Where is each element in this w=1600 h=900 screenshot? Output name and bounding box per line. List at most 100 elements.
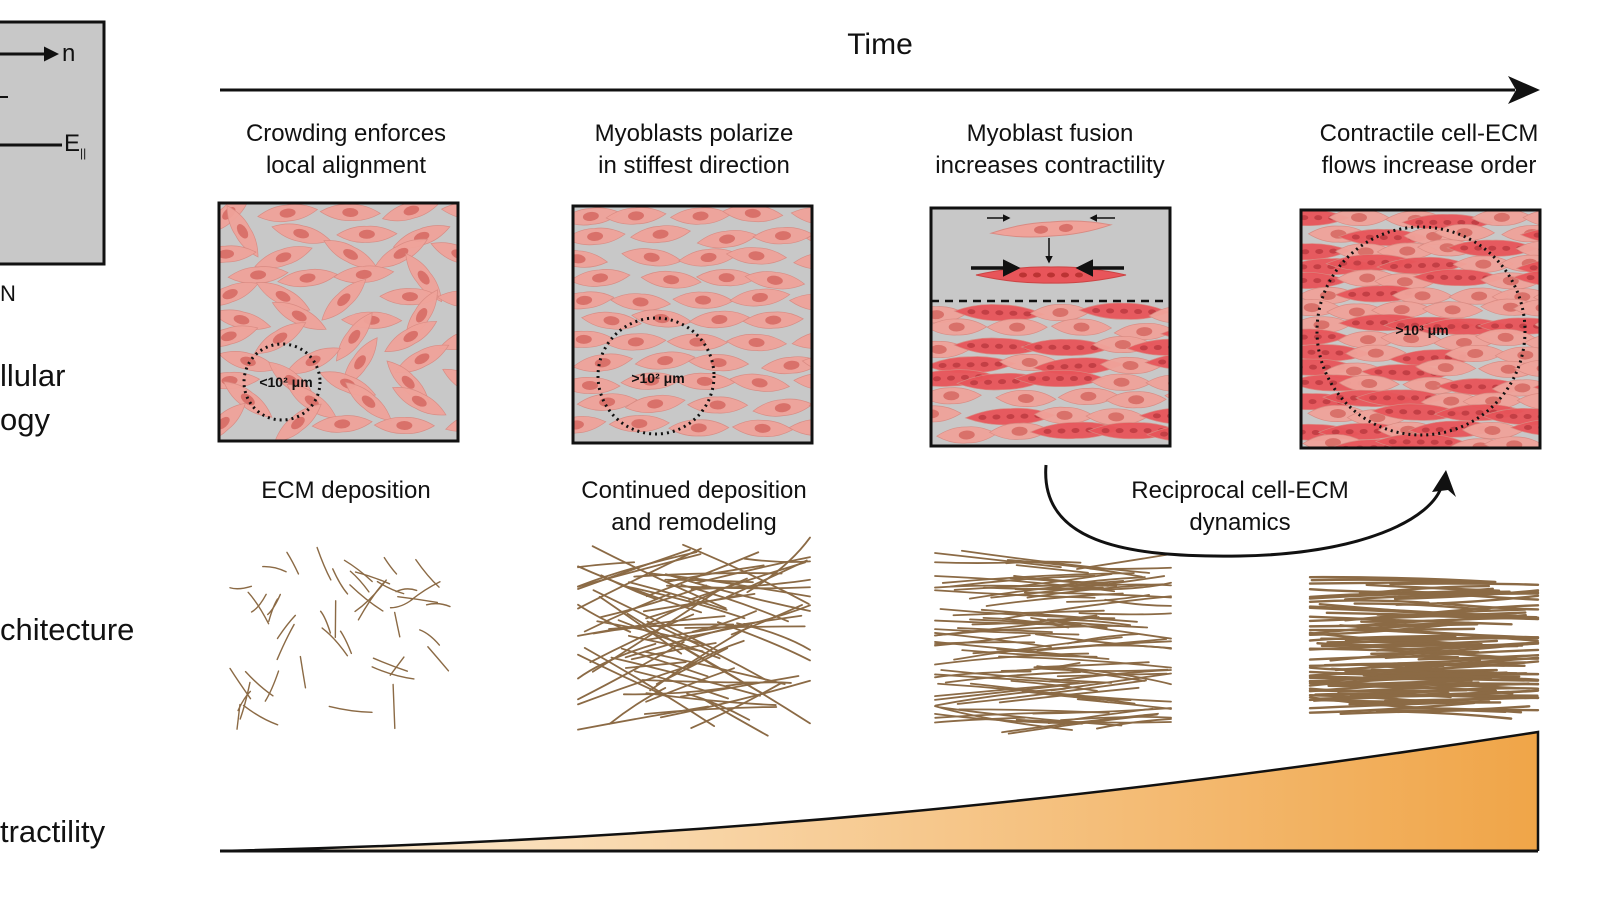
nucleus — [978, 414, 987, 420]
ecm-fiber — [267, 593, 282, 616]
cell-body — [1522, 210, 1540, 227]
nucleus — [1580, 425, 1588, 430]
nucleus — [403, 205, 420, 216]
nucleus — [1362, 291, 1371, 297]
ecm-fiber — [339, 630, 353, 655]
nucleus — [1335, 350, 1344, 356]
myoblast-cell — [460, 388, 522, 412]
cell-body — [1513, 359, 1540, 377]
nucleus — [1080, 391, 1097, 401]
myoblast-cell — [1145, 374, 1170, 392]
nucleus — [1115, 428, 1124, 434]
row-label-contractility: tractility — [0, 810, 180, 854]
nucleus — [1019, 272, 1027, 278]
myoblast-cell — [573, 269, 631, 287]
nucleus — [1367, 260, 1376, 266]
myoblast-cell — [688, 310, 750, 329]
fused-myotube — [1014, 370, 1106, 388]
ecm-fiber — [1096, 718, 1172, 730]
ecm-fiber — [1404, 656, 1540, 669]
myoblast-cell — [678, 248, 740, 267]
nucleus — [1092, 308, 1101, 314]
ecm-fiber — [1308, 687, 1449, 694]
myoblast-cell — [793, 373, 812, 391]
nucleus — [1023, 311, 1032, 317]
nucleus — [1106, 308, 1115, 314]
nucleus — [1174, 331, 1182, 336]
ecm-fiber — [592, 624, 664, 635]
ecm-fiber — [716, 621, 811, 662]
nucleus — [1517, 350, 1534, 360]
nucleus — [1324, 438, 1341, 448]
nucleus — [1433, 324, 1442, 330]
myoblast-cell — [995, 389, 1057, 408]
reciprocal-arrow-head — [1432, 470, 1456, 497]
nucleus — [460, 376, 478, 392]
panel-border — [929, 206, 1172, 448]
nucleus — [403, 330, 419, 343]
ecm-fiber — [286, 551, 300, 575]
ecm-fiber — [354, 571, 391, 585]
nucleus — [748, 251, 765, 261]
nucleus — [1435, 427, 1444, 433]
nucleus — [1062, 344, 1071, 350]
myoblast-cell — [1549, 344, 1600, 361]
nucleus — [1043, 428, 1052, 434]
fused-myotube — [1512, 269, 1540, 287]
nucleus — [1021, 357, 1038, 367]
nucleus — [1416, 370, 1425, 376]
nucleus — [1557, 320, 1573, 329]
nucleus — [1321, 350, 1330, 356]
nucleus — [1397, 395, 1406, 401]
nucleus — [766, 275, 783, 285]
nucleus — [1475, 259, 1492, 269]
cell-body — [788, 418, 812, 436]
myoblast-cell — [219, 325, 259, 348]
myoblast-cell — [988, 422, 1051, 440]
scale-label-2: >10² μm — [631, 370, 685, 386]
cell-layer — [573, 206, 812, 437]
cell-body — [458, 310, 519, 329]
nucleus — [1493, 212, 1510, 222]
myoblast-cell — [394, 344, 450, 373]
fused-myotube — [1532, 377, 1540, 395]
ecm-fiber — [628, 581, 728, 611]
nucleus — [1426, 274, 1435, 280]
myoblast-cell — [1444, 344, 1506, 363]
e-letter: E — [64, 130, 81, 157]
myoblast-cell — [1532, 288, 1540, 306]
nucleus — [1009, 310, 1018, 316]
nucleus — [1388, 439, 1397, 445]
ecm-fiber — [934, 628, 1080, 636]
nucleus — [696, 376, 713, 386]
nucleus — [1571, 348, 1587, 357]
ecm-fiber — [1343, 592, 1540, 601]
time-arrow-head — [1508, 76, 1540, 104]
nucleus — [995, 310, 1004, 316]
ecm-fiber — [634, 670, 729, 700]
myoblast-cell — [391, 387, 447, 416]
nucleus — [459, 332, 477, 346]
ecm-fiber — [934, 716, 1026, 724]
nucleus — [361, 395, 376, 408]
myoblast-cell — [1491, 379, 1540, 397]
fused-myotube — [1374, 433, 1467, 448]
nucleus — [1456, 228, 1473, 238]
myoblast-cell — [430, 242, 458, 267]
ecm-fiber — [376, 580, 405, 595]
ecm-fiber — [679, 675, 800, 698]
nucleus — [1545, 214, 1561, 223]
nucleus — [342, 207, 359, 217]
nucleus — [240, 356, 256, 367]
row-label-line: tractility — [0, 814, 106, 849]
myoblast-cell — [986, 318, 1048, 336]
nucleus — [236, 224, 249, 239]
nucleus — [1139, 345, 1148, 351]
nucleus — [1209, 414, 1217, 419]
nucleus — [1076, 345, 1085, 351]
nucleus — [1353, 260, 1362, 266]
myoblast-cell — [257, 203, 319, 223]
ecm-fiber — [982, 616, 1070, 629]
cell-body — [791, 330, 812, 349]
nucleus — [1359, 273, 1376, 283]
